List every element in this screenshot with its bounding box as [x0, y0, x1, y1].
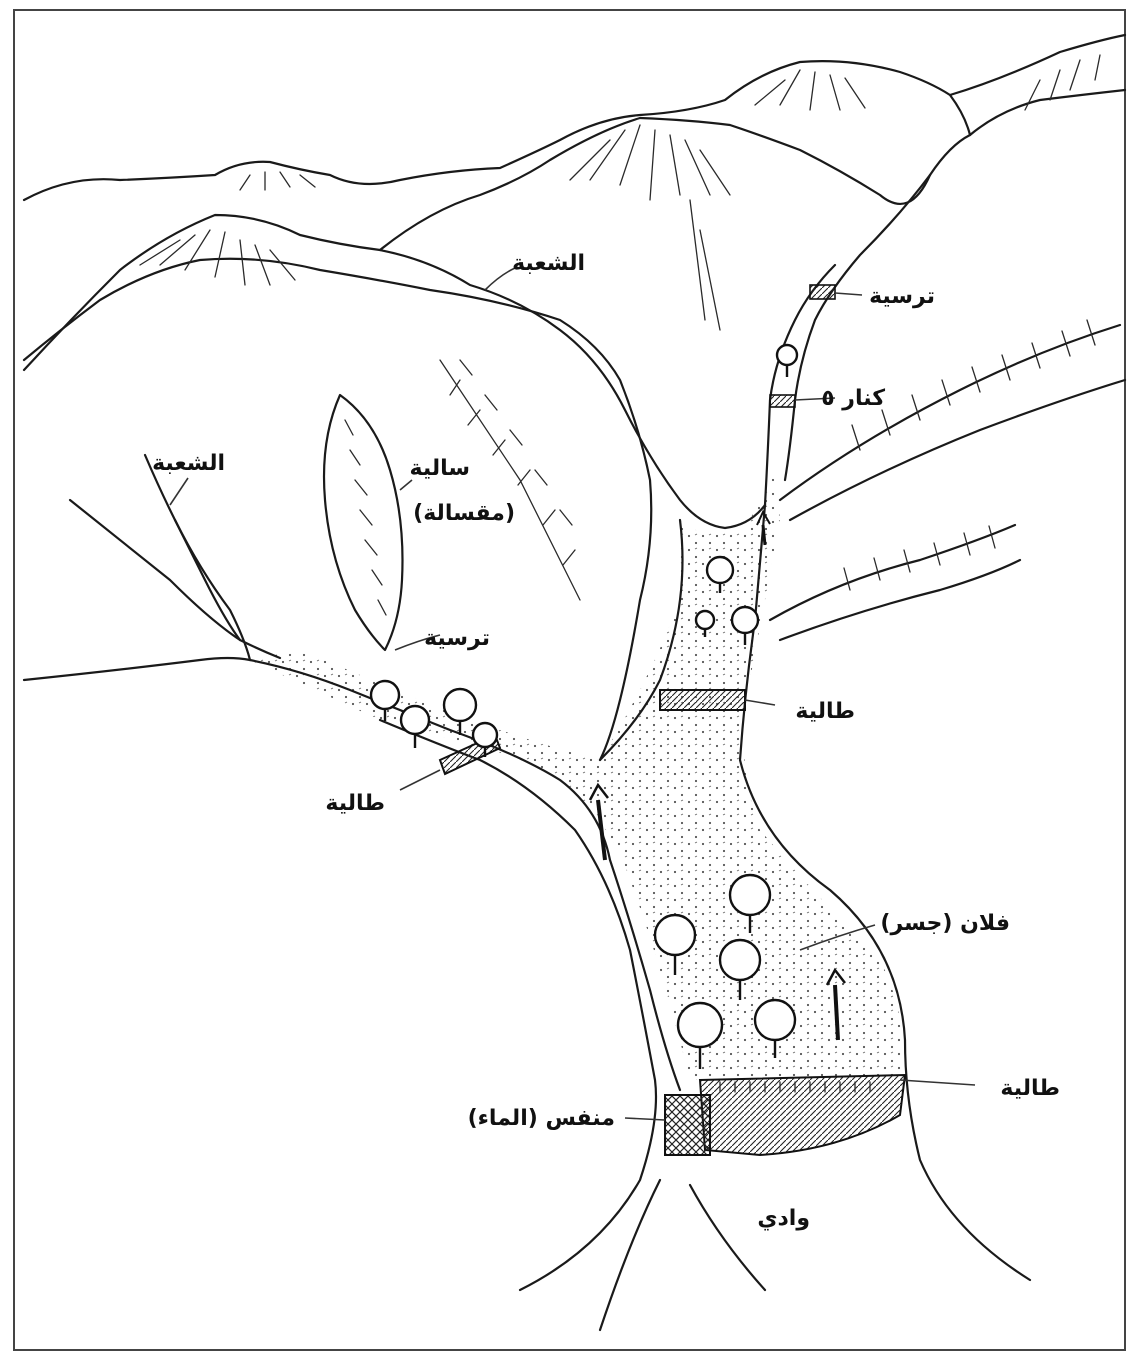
label-water-point: كنار ٥ [821, 386, 885, 411]
label-outlet: منفس (الماء) [468, 1106, 615, 1131]
label-barrier-lower: طالية [1000, 1076, 1060, 1101]
label-stream-channel-alt: (مقسالة) [413, 501, 515, 526]
label-stream-channel: سالية [410, 456, 470, 481]
label-terrace-left: ترسية [424, 626, 490, 651]
left-plateau-top [70, 500, 280, 658]
label-ridge-left: الشعبة [152, 451, 225, 476]
label-ridge-main: الشعبة [512, 251, 585, 276]
central-mountain [380, 118, 970, 250]
left-ridge-line-2 [175, 520, 240, 640]
right-ridge-2 [785, 175, 930, 480]
terrace-top-marker [810, 285, 835, 299]
label-barrier-left: طالية [325, 791, 385, 816]
label-floodplain: فلان (جسر) [880, 911, 1010, 936]
left-plateau-edge [24, 658, 250, 680]
frame-border [14, 10, 1125, 1350]
tree [777, 345, 797, 377]
wadi-line-right [690, 1185, 765, 1290]
label-barrier-upper: طالية [795, 699, 855, 724]
slope-texture [140, 55, 1100, 600]
left-ridge-line [145, 455, 250, 660]
label-wadi: وادي [757, 1206, 810, 1231]
outlet-grid [665, 1095, 710, 1155]
valley-floor [250, 470, 903, 1080]
tree [401, 706, 429, 748]
water-point-marker [770, 395, 795, 407]
label-terrace-top: ترسية [869, 284, 935, 309]
stream-channel-shape [324, 395, 403, 650]
right-side-gullies [770, 320, 1125, 640]
barrier-upper-band [660, 690, 745, 710]
wadi-line-left [600, 1180, 660, 1330]
barrier-lower-band [700, 1075, 905, 1155]
left-hill-outline [24, 215, 765, 528]
right-ridge-1 [950, 90, 1125, 135]
